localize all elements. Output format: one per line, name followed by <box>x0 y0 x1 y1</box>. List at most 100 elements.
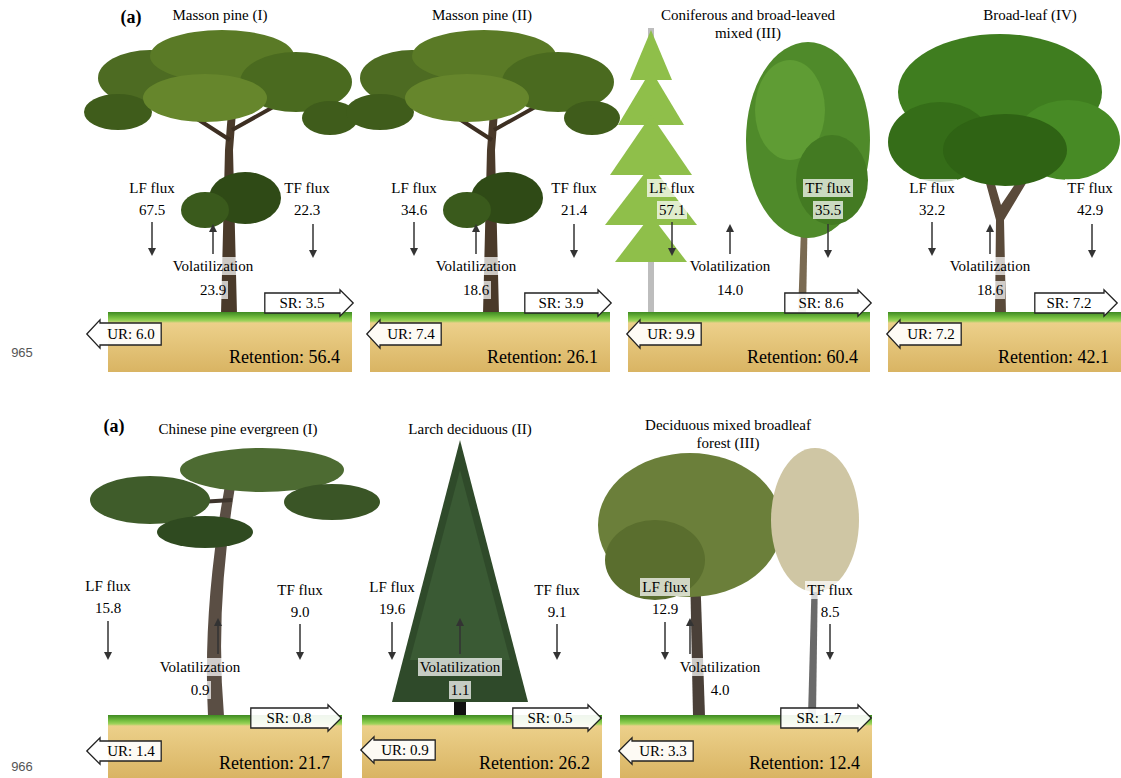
arrow-shape <box>525 290 611 316</box>
flux-label: 34.6 <box>399 201 429 219</box>
flux-label: 22.3 <box>292 201 322 219</box>
runoff-arrow-right: SR: 1.7 <box>780 704 872 732</box>
runoff-arrow-right: SR: 8.6 <box>784 289 872 317</box>
runoff-value: UR: 6.0 <box>107 326 155 343</box>
runoff-arrow-left: UR: 6.0 <box>86 319 162 349</box>
panel-title: Larch deciduous (II) <box>408 420 531 438</box>
flux-label: 15.8 <box>93 599 123 617</box>
runoff-arrow-right: SR: 3.9 <box>524 289 612 317</box>
flux-label: 4.0 <box>709 681 732 699</box>
retention-value: Retention: 60.4 <box>747 347 858 368</box>
arrow-shape <box>251 705 341 731</box>
flux-label: 18.6 <box>975 281 1005 299</box>
flux-label: 32.2 <box>917 201 947 219</box>
panel-title: Coniferous and broad-leaved mixed (III) <box>653 6 843 42</box>
flux-label: Volatilization <box>158 658 243 676</box>
line-number: 966 <box>11 758 33 776</box>
flux-label: 42.9 <box>1075 201 1105 219</box>
retention-value: Retention: 42.1 <box>998 347 1109 368</box>
runoff-value: UR: 9.9 <box>647 326 695 343</box>
flux-label: Volatilization <box>948 257 1033 275</box>
flux-label: 1.1 <box>449 681 472 699</box>
runoff-value: UR: 1.4 <box>107 743 155 760</box>
arrow-shape <box>87 738 161 764</box>
retention-value: Retention: 56.4 <box>229 347 340 368</box>
panel-letter: (a) <box>104 417 125 435</box>
flux-label: LF flux <box>83 577 132 595</box>
runoff-arrow-left: UR: 7.2 <box>886 319 962 349</box>
flux-label: 67.5 <box>137 201 167 219</box>
runoff-value: UR: 0.9 <box>381 742 429 759</box>
runoff-value: SR: 3.9 <box>538 295 583 312</box>
runoff-value: SR: 1.7 <box>796 710 841 727</box>
flux-label: LF flux <box>907 179 956 197</box>
runoff-value: SR: 0.5 <box>527 710 572 727</box>
runoff-value: SR: 7.2 <box>1046 295 1091 312</box>
runoff-arrow-right: SR: 0.5 <box>512 704 602 732</box>
flux-label: LF flux <box>127 179 176 197</box>
flux-label: 14.0 <box>715 281 745 299</box>
flux-label: TF flux <box>282 179 331 197</box>
arrow-shape <box>887 320 961 348</box>
flux-label: 21.4 <box>559 201 589 219</box>
arrow-shape <box>265 290 353 316</box>
arrow-shape <box>367 320 441 348</box>
flux-label: Volatilization <box>678 658 763 676</box>
arrow-shape <box>87 320 161 348</box>
runoff-arrow-right: SR: 7.2 <box>1034 289 1118 317</box>
runoff-value: SR: 0.8 <box>266 710 311 727</box>
flux-label: TF flux <box>275 581 324 599</box>
runoff-value: SR: 3.5 <box>279 295 324 312</box>
flux-label: TF flux <box>805 581 854 599</box>
flux-label: 18.6 <box>461 281 491 299</box>
runoff-arrow-right: SR: 0.8 <box>250 704 342 732</box>
runoff-value: UR: 7.2 <box>907 326 955 343</box>
flux-label: TF flux <box>1065 179 1114 197</box>
runoff-arrow-left: UR: 3.3 <box>618 737 694 765</box>
flux-label: 8.5 <box>819 603 842 621</box>
flux-label: Volatilization <box>171 257 256 275</box>
arrow-shape <box>781 705 871 731</box>
runoff-value: UR: 7.4 <box>387 326 435 343</box>
retention-value: Retention: 12.4 <box>749 753 860 774</box>
flux-label: LF flux <box>647 179 696 197</box>
flux-label: 12.9 <box>650 600 680 618</box>
flux-label: 9.0 <box>289 603 312 621</box>
runoff-arrow-left: UR: 7.4 <box>366 319 442 349</box>
flux-label: 19.6 <box>377 600 407 618</box>
flux-label: TF flux <box>803 179 852 197</box>
retention-value: Retention: 26.1 <box>487 347 598 368</box>
flux-label: LF flux <box>640 578 689 596</box>
arrow-shape <box>1035 290 1117 316</box>
flux-label: 9.1 <box>546 603 569 621</box>
flux-label: Volatilization <box>688 257 773 275</box>
flux-label: 35.5 <box>813 201 843 219</box>
panel-title: Chinese pine evergreen (I) <box>158 420 317 438</box>
flux-label: LF flux <box>389 179 438 197</box>
runoff-arrow-left: UR: 0.9 <box>360 736 436 764</box>
flux-label: TF flux <box>549 179 598 197</box>
arrow-shape <box>627 320 701 348</box>
flux-label: Volatilization <box>434 257 519 275</box>
flux-label: 23.9 <box>198 281 228 299</box>
runoff-arrow-right: SR: 3.5 <box>264 289 354 317</box>
runoff-arrow-left: UR: 1.4 <box>86 737 162 765</box>
arrow-shape <box>513 705 601 731</box>
panel-title: Deciduous mixed broadleaf forest (III) <box>633 416 823 452</box>
panel-title: Masson pine (I) <box>173 6 268 24</box>
arrow-shape <box>361 737 435 763</box>
retention-value: Retention: 21.7 <box>219 753 330 774</box>
flux-label: 0.9 <box>189 681 212 699</box>
flux-label: TF flux <box>532 581 581 599</box>
panel-letter: (a) <box>121 8 142 26</box>
runoff-value: UR: 3.3 <box>639 743 687 760</box>
arrow-shape <box>785 290 871 316</box>
flux-label: 57.1 <box>657 201 687 219</box>
panel-title: Broad-leaf (IV) <box>983 6 1077 24</box>
runoff-value: SR: 8.6 <box>798 295 843 312</box>
panel-title: Masson pine (II) <box>432 6 532 24</box>
flux-label: Volatilization <box>418 658 503 676</box>
flux-label: LF flux <box>367 578 416 596</box>
retention-value: Retention: 26.2 <box>479 753 590 774</box>
